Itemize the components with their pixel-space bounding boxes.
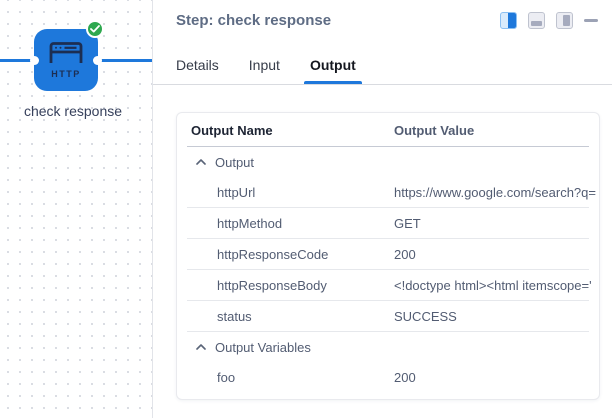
layout-split-bottom-icon[interactable] (528, 12, 545, 29)
panel-title: Step: check response (176, 12, 332, 29)
cell-name: httpResponseBody (217, 278, 327, 293)
cell-name: status (217, 309, 252, 324)
browser-window-icon (47, 41, 85, 68)
tab-details[interactable]: Details (176, 57, 219, 73)
node-label: check response (23, 103, 123, 119)
column-header-output-name: Output Name (191, 122, 273, 138)
layout-split-left-icon[interactable] (500, 12, 517, 29)
table-row: foo 200 (177, 362, 599, 393)
table-row: httpResponseBody <!doctype html><html it… (177, 270, 599, 301)
table-row: httpResponseCode 200 (177, 239, 599, 270)
group-label: Output Variables (215, 339, 311, 355)
table-group-row[interactable]: Output (177, 147, 599, 177)
column-header-output-value: Output Value (394, 122, 475, 138)
cell-value: <!doctype html><html itemscope=' (394, 278, 592, 293)
group-label: Output (215, 154, 255, 170)
table-row: status SUCCESS (177, 301, 599, 332)
layout-split-right-icon[interactable] (556, 12, 573, 29)
tab-bar: Details Input Output (153, 44, 612, 85)
chevron-up-icon[interactable] (196, 344, 206, 350)
cell-value: 200 (394, 370, 416, 385)
table-row: httpMethod GET (177, 208, 599, 239)
minimize-icon[interactable] (584, 12, 598, 29)
workflow-canvas[interactable]: HTTP check response (0, 0, 153, 418)
cell-name: foo (217, 370, 236, 385)
node-input-port[interactable] (30, 56, 39, 65)
cell-name: httpUrl (217, 185, 256, 200)
cell-value: SUCCESS (394, 309, 457, 324)
node-output-port[interactable] (93, 56, 102, 65)
http-node[interactable]: HTTP (34, 29, 98, 91)
table-header-row: Output Name Output Value (177, 113, 599, 147)
tab-input[interactable]: Input (248, 57, 280, 73)
tab-output[interactable]: Output (303, 57, 362, 84)
success-check-icon (86, 20, 104, 38)
cell-value: 200 (394, 247, 416, 262)
panel-controls (500, 10, 598, 29)
output-table-card: Output Name Output Value Output httpUrl … (176, 112, 600, 400)
table-row: httpUrl https://www.google.com/search?q= (177, 177, 599, 208)
panel-header: Step: check response (153, 0, 612, 44)
cell-name: httpMethod (217, 216, 283, 231)
output-tab-content: Output Name Output Value Output httpUrl … (153, 85, 612, 418)
chevron-up-icon[interactable] (196, 159, 206, 165)
step-inspector-panel: Step: check response Details Input Outpu… (153, 0, 612, 418)
table-group-row[interactable]: Output Variables (177, 332, 599, 362)
node-type-label: HTTP (51, 69, 81, 79)
cell-value: https://www.google.com/search?q= (394, 185, 596, 200)
cell-value: GET (394, 216, 421, 231)
cell-name: httpResponseCode (217, 247, 329, 262)
